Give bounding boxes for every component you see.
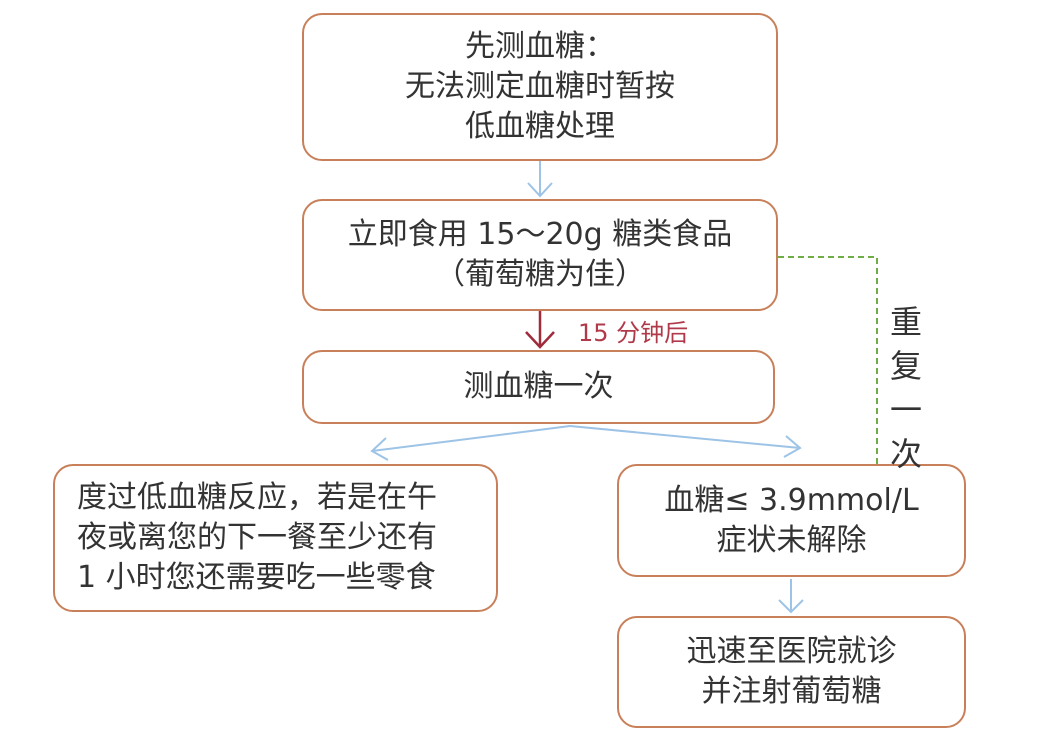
arrow-not-relieved-to-hospital (778, 579, 804, 614)
step-measure-blood-sugar: 先测血糖： 无法测定血糖时暂按 低血糖处理 (302, 13, 778, 161)
box-text-line: 1 小时您还需要吃一些零食 (77, 560, 436, 595)
box-text-line: 血糖≤ 3.9mmol/L (664, 482, 919, 518)
step-recheck-blood-sugar: 测血糖一次 (302, 350, 775, 424)
repeat-loop-dashed-line (778, 256, 878, 464)
outcome-not-relieved: 血糖≤ 3.9mmol/L 症状未解除 (617, 464, 966, 577)
box-text-line: 立即食用 15～20g 糖类食品 (347, 217, 733, 252)
repeat-label-char: 一 (889, 391, 922, 429)
repeat-label-char: 复 (889, 347, 922, 385)
box-text-line: 夜或离您的下一餐至少还有 (77, 520, 437, 555)
repeat-label-char: 重 (889, 303, 922, 341)
box-text-line: 迅速至医院就诊 (686, 634, 897, 669)
arrow-recheck-to-not-relieved (569, 425, 802, 458)
repeat-label-char: 次 (889, 435, 922, 473)
box-text-line: 并注射葡萄糖 (701, 674, 882, 709)
box-text-line: 先测血糖： (465, 29, 615, 64)
box-text-line: （葡萄糖为佳） (435, 257, 645, 292)
arrow-measure-to-eat (527, 161, 553, 198)
arrow-eat-to-recheck (525, 311, 555, 349)
wait-15-minutes-label: 15 分钟后 (578, 319, 689, 347)
step-eat-sugar: 立即食用 15～20g 糖类食品 （葡萄糖为佳） (302, 199, 778, 311)
repeat-once-label: 重 复 一 次 (888, 300, 924, 476)
box-text-line: 测血糖一次 (463, 369, 614, 404)
box-text-line: 症状未解除 (716, 522, 867, 558)
box-text-line: 无法测定血糖时暂按 (405, 69, 675, 104)
arrow-recheck-to-recovered (370, 425, 571, 461)
outcome-recovered: 度过低血糖反应，若是在午 夜或离您的下一餐至少还有 1 小时您还需要吃一些零食 (53, 464, 498, 612)
step-go-to-hospital: 迅速至医院就诊 并注射葡萄糖 (617, 616, 966, 728)
box-text-line: 度过低血糖反应，若是在午 (77, 480, 437, 515)
box-text-line: 低血糖处理 (465, 109, 615, 144)
